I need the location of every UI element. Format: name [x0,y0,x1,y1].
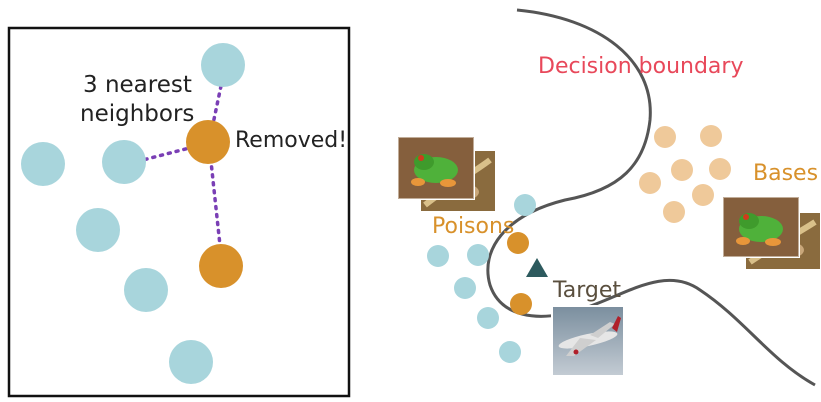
teal-point [124,268,168,312]
base-points [639,125,731,223]
teal-point [102,140,146,184]
teal-point [427,245,449,267]
removed-label: Removed! [235,128,347,153]
frog-image-icon [397,136,475,200]
teal-point [201,43,245,87]
teal-point [477,307,499,329]
airplane-image-icon [551,305,625,377]
decision-boundary-label: Decision boundary [538,54,743,79]
base-point [663,201,685,223]
teal-point [21,142,65,186]
right-teal-points [427,194,536,363]
poisons-label: Poisons [432,214,514,239]
left-panel-frame [7,26,351,398]
target-label: Target [552,278,621,303]
base-point [700,125,722,147]
left-teal-points [21,43,245,384]
teal-point [76,208,120,252]
frog-image-stack-poisons [397,136,497,213]
base-point [654,126,676,148]
teal-point [454,277,476,299]
poison-point [507,232,529,254]
frog-image-stack-bases [722,196,821,271]
base-point [639,172,661,194]
base-point [692,184,714,206]
teal-point [467,244,489,266]
decision-boundary-curve [486,8,816,387]
neighbors-label-line2: neighbors [80,101,194,127]
teal-point [514,194,536,216]
removed-point [186,120,230,164]
base-point [709,158,731,180]
teal-point [499,341,521,363]
target-triangle-icon [526,258,548,277]
neighbors-label-line1: 3 nearest [83,72,192,98]
base-point [671,159,693,181]
teal-point [169,340,213,384]
orange-point [199,244,243,288]
bases-label: Bases [753,161,818,186]
poison-point [510,293,532,315]
frog-image-icon [722,196,800,258]
